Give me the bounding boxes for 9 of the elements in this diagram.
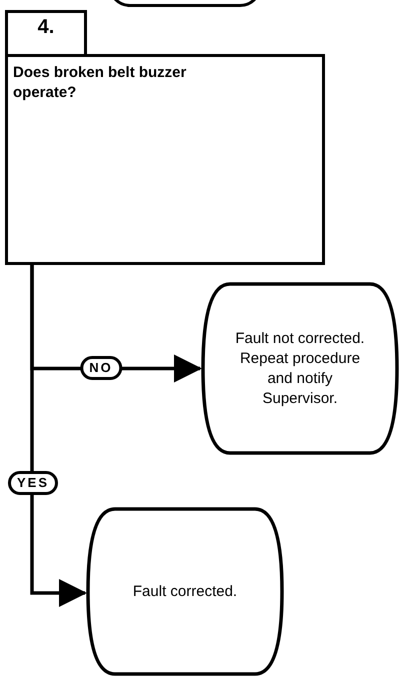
question-text: Does broken belt buzzer operate? <box>13 63 188 103</box>
flow-arrow <box>30 265 87 607</box>
step-number: 4. <box>38 15 54 40</box>
edge-label: YES <box>8 471 58 495</box>
outcome-text: Fault corrected. <box>132 582 238 602</box>
outcome-text: Fault not corrected. Repeat procedure and notify Supervisor. <box>234 328 366 408</box>
terminal-shape <box>85 507 285 676</box>
terminal-shape <box>200 282 400 455</box>
edge-label: NO <box>80 356 122 380</box>
